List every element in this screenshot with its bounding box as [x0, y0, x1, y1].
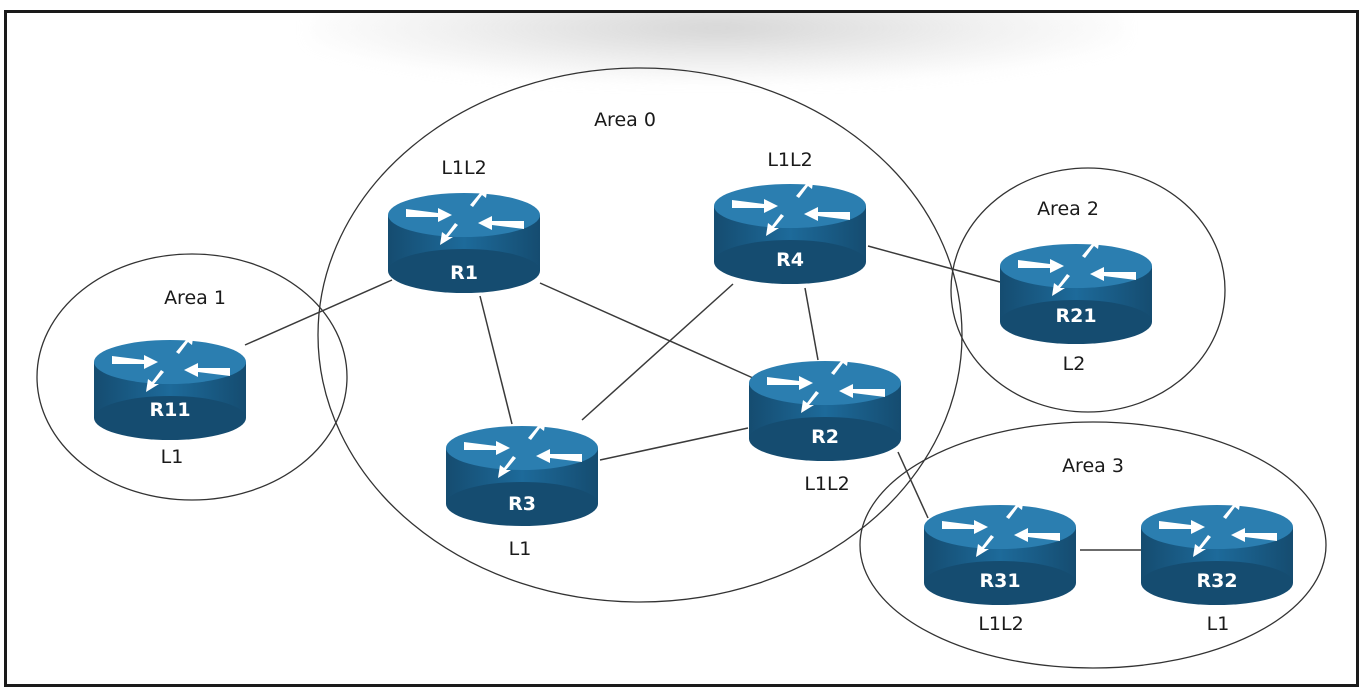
r21-level-label: L2 — [1063, 353, 1086, 375]
link-r4-r21 — [867, 245, 1001, 283]
router-icon — [94, 332, 246, 440]
r2-level-label: L1L2 — [804, 473, 849, 495]
links — [244, 245, 1143, 551]
r11-level-label: L1 — [161, 446, 184, 468]
router-r1[interactable]: R1 — [388, 185, 540, 293]
area-0-label: Area 0 — [594, 109, 656, 131]
r31-level-label: L1L2 — [978, 613, 1023, 635]
router-r4-label: R4 — [776, 249, 804, 271]
router-r3-label: R3 — [508, 493, 536, 515]
level-labels: L1L2 L1L2 L1 L2 L1L2 L1 L1L2 L1 — [161, 149, 1230, 635]
router-r11-label: R11 — [149, 399, 190, 421]
r1-level-label: L1L2 — [441, 157, 486, 179]
area-2-label: Area 2 — [1037, 198, 1099, 220]
link-r4-r2 — [804, 287, 819, 361]
glare-overlay — [307, 13, 1127, 83]
router-r31-label: R31 — [979, 570, 1020, 592]
router-r3[interactable]: R3 — [446, 418, 598, 526]
router-icon — [446, 418, 598, 526]
area-3-boundary — [859, 421, 1327, 669]
router-icon — [749, 353, 901, 461]
area-1-label: Area 1 — [164, 287, 226, 309]
router-icon — [388, 185, 540, 293]
area-2-boundary — [950, 167, 1226, 413]
router-r2-label: R2 — [811, 426, 839, 448]
router-r2[interactable]: R2 — [749, 353, 901, 461]
link-r11-r1 — [244, 279, 393, 346]
router-r4[interactable]: R4 — [714, 176, 866, 284]
router-r11[interactable]: R11 — [94, 332, 246, 440]
r4-level-label: L1L2 — [767, 149, 812, 171]
link-r3-r2 — [599, 427, 749, 461]
router-r21[interactable]: R21 — [1000, 236, 1152, 344]
router-r31[interactable]: R31 — [924, 497, 1076, 605]
link-r2-r31 — [897, 451, 929, 519]
area-labels: Area 0 Area 1 Area 2 Area 3 — [164, 109, 1124, 477]
router-icon — [1000, 236, 1152, 344]
router-r1-label: R1 — [450, 262, 478, 284]
area-boundaries — [36, 67, 1327, 669]
router-icon — [1141, 497, 1293, 605]
r32-level-label: L1 — [1207, 613, 1230, 635]
router-r32-label: R32 — [1196, 570, 1237, 592]
area-1-boundary — [36, 253, 348, 501]
area-0-boundary — [317, 67, 963, 603]
router-r32[interactable]: R32 — [1141, 497, 1293, 605]
router-r21-label: R21 — [1055, 305, 1096, 327]
area-3-label: Area 3 — [1062, 455, 1124, 477]
link-r1-r3 — [479, 295, 513, 425]
routers: R1 R4 R11 — [94, 176, 1293, 605]
router-icon — [924, 497, 1076, 605]
link-r1-r2 — [539, 282, 754, 379]
link-r4-r3 — [581, 283, 734, 421]
r3-level-label: L1 — [509, 538, 532, 560]
router-icon — [714, 176, 866, 284]
